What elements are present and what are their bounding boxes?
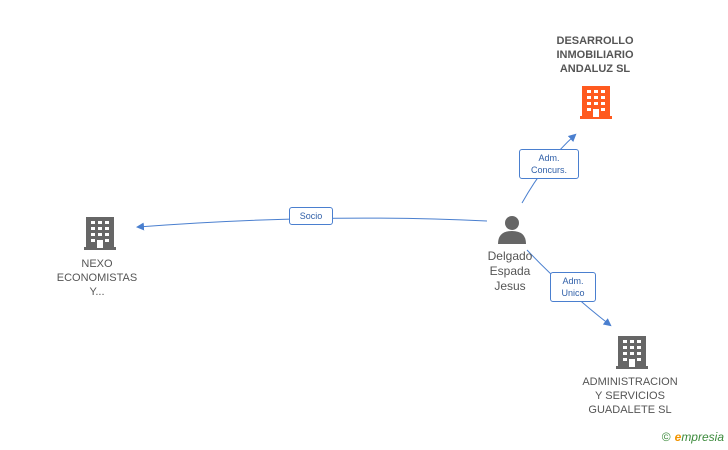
- node-desarrollo-label[interactable]: DESARROLLO INMOBILIARIO ANDALUZ SL: [556, 35, 634, 75]
- copyright-icon: ©: [661, 430, 671, 444]
- edge-socio-label: Socio: [289, 207, 333, 225]
- node-nexo-label[interactable]: NEXO ECONOMISTAS Y...: [56, 258, 138, 298]
- edge-adm-concurs-label: Adm. Concurs.: [519, 149, 579, 179]
- node-administracion-label[interactable]: ADMINISTRACION Y SERVICIOS GUADALETE SL: [582, 376, 678, 416]
- person-icon[interactable]: [498, 216, 526, 244]
- building-icon[interactable]: [580, 86, 612, 119]
- node-person-label[interactable]: Delgado Espada Jesus: [487, 249, 533, 293]
- brand-rest: mpresia: [681, 430, 724, 444]
- edge-adm-unico-label: Adm. Unico: [550, 272, 596, 302]
- building-icon[interactable]: [84, 217, 116, 250]
- building-icon[interactable]: [616, 336, 648, 369]
- brand-initial: e: [674, 430, 682, 444]
- empresia-logo: ©empresia: [662, 430, 724, 444]
